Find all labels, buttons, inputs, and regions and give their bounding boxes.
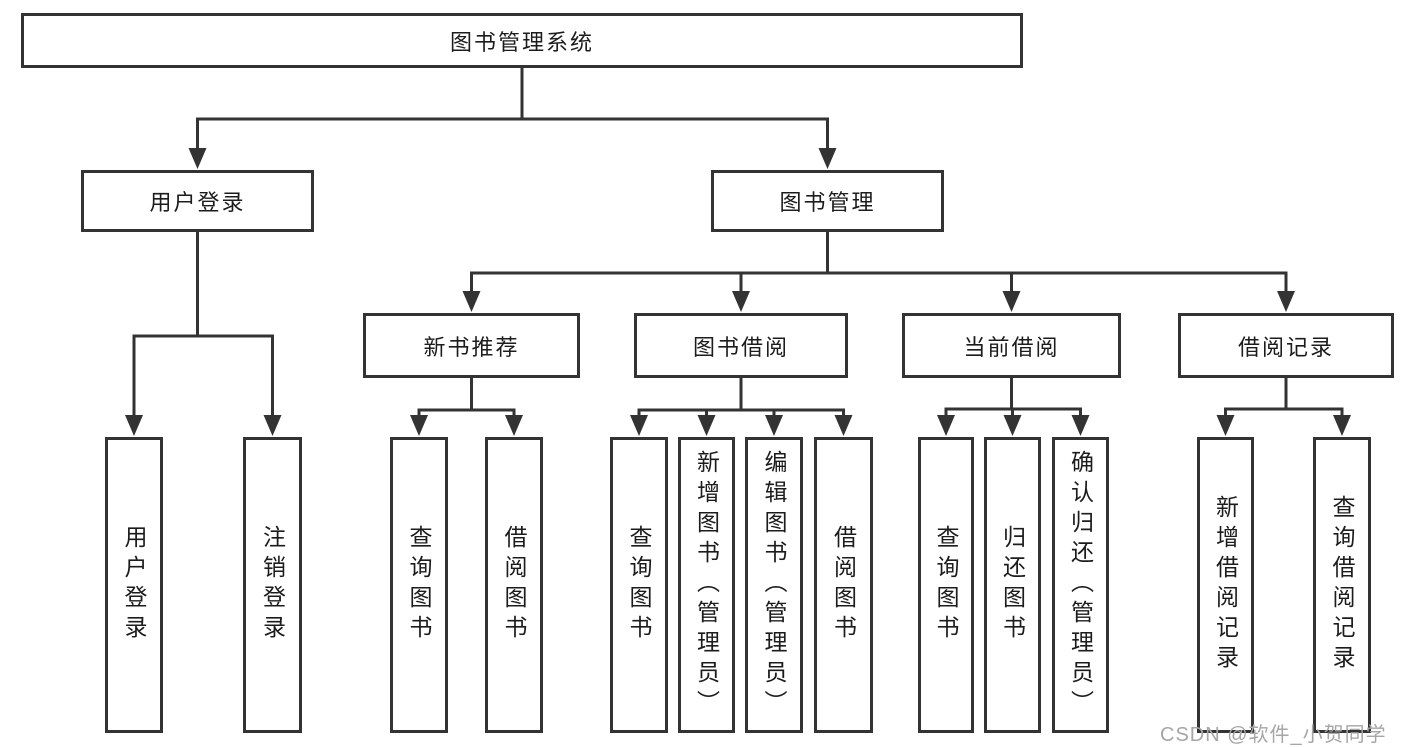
node-book-mgmt: 图书管理 <box>711 170 944 232</box>
arrowhead-icon <box>125 415 143 436</box>
watermark: CSDN @软件_小贺同学 <box>1160 724 1387 746</box>
arrowhead-icon <box>1333 415 1351 436</box>
edge-book-mgmt <box>462 230 1295 312</box>
node-label: 借阅记录 <box>1237 334 1334 360</box>
edge-user-login <box>125 230 282 436</box>
node-leaf-query-book-3: 查询图书 <box>918 437 974 733</box>
node-leaf-logout: 注销登录 <box>243 437 302 733</box>
node-label: 查询借阅记录 <box>1329 495 1355 675</box>
node-label: 用户登录 <box>149 190 246 215</box>
edge-root <box>188 66 837 169</box>
edge-book-borrow <box>630 376 853 436</box>
arrowhead-icon <box>263 415 282 436</box>
node-leaf-borrow-book-1: 借阅图书 <box>485 437 543 733</box>
arrowhead-icon <box>505 415 523 436</box>
node-current-borrow: 当前借阅 <box>902 313 1121 378</box>
node-user-login: 用户登录 <box>81 170 314 232</box>
arrowhead-icon <box>1071 415 1090 436</box>
node-label: 图书管理系统 <box>449 29 594 55</box>
node-leaf-add-book: 新增图书（管理员） <box>678 437 735 733</box>
arrowhead-icon <box>462 291 481 312</box>
node-leaf-add-record: 新增借阅记录 <box>1197 437 1254 733</box>
arrowhead-icon <box>834 415 853 436</box>
node-label: 新增图书（管理员） <box>693 450 720 720</box>
node-leaf-borrow-book-2: 借阅图书 <box>814 437 873 733</box>
node-label: 图书借阅 <box>692 334 789 360</box>
node-label: 新增借阅记录 <box>1212 495 1239 675</box>
arrowhead-icon <box>697 415 716 436</box>
node-borrow-records: 借阅记录 <box>1178 313 1394 378</box>
arrowhead-icon <box>937 415 955 436</box>
arrowhead-icon <box>732 291 750 312</box>
node-label: 借阅图书 <box>830 525 857 645</box>
node-leaf-query-book-1: 查询图书 <box>390 437 448 733</box>
node-new-book-rec: 新书推荐 <box>363 313 580 378</box>
edge-new-book-rec <box>410 376 523 436</box>
node-leaf-user-login: 用户登录 <box>105 437 163 733</box>
node-label: 归还图书 <box>999 525 1026 645</box>
arrowhead-icon <box>818 148 837 169</box>
node-root: 图书管理系统 <box>21 13 1023 68</box>
arrowhead-icon <box>630 415 648 436</box>
node-label: 用户登录 <box>121 525 147 645</box>
arrowhead-icon <box>188 148 207 169</box>
node-label: 确认归还（管理员） <box>1067 450 1094 720</box>
node-label: 当前借阅 <box>963 334 1060 360</box>
node-label: 查询图书 <box>626 525 652 645</box>
node-label: 编辑图书（管理员） <box>761 450 787 720</box>
node-leaf-edit-book: 编辑图书（管理员） <box>745 437 803 733</box>
node-label: 查询图书 <box>406 525 432 645</box>
node-leaf-query-book-2: 查询图书 <box>610 437 668 733</box>
arrowhead-icon <box>1002 291 1021 312</box>
node-leaf-confirm-return: 确认归还（管理员） <box>1052 437 1109 733</box>
arrowhead-icon <box>1277 291 1295 312</box>
edge-borrow-records <box>1216 376 1351 436</box>
node-label: 新书推荐 <box>423 334 520 360</box>
node-leaf-query-record: 查询借阅记录 <box>1313 437 1371 733</box>
node-label: 图书管理 <box>779 190 876 215</box>
arrowhead-icon <box>765 415 783 436</box>
arrowhead-icon <box>1216 415 1235 436</box>
node-book-borrow: 图书借阅 <box>634 313 848 378</box>
node-label: 查询图书 <box>933 525 959 645</box>
arrowhead-icon <box>1003 415 1022 436</box>
node-label: 注销登录 <box>259 525 286 645</box>
node-leaf-return-book: 归还图书 <box>984 437 1041 733</box>
edge-current-borrow <box>937 376 1090 436</box>
node-label: 借阅图书 <box>501 525 527 645</box>
arrowhead-icon <box>410 415 428 436</box>
